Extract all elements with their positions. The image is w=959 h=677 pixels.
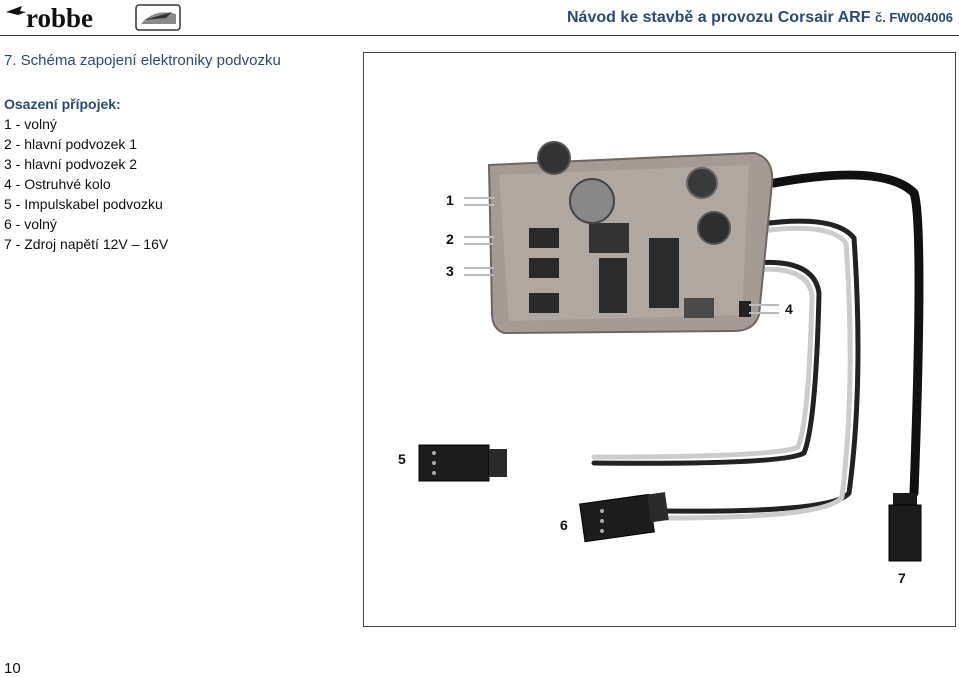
legend-heading: Osazení přípojek:	[4, 96, 121, 112]
legend-item: 3 - hlavní podvozek 2	[4, 156, 138, 172]
legend-item: 7 - Zdroj napětí 12V – 16V	[4, 236, 169, 252]
page-number: 10	[4, 660, 21, 677]
robbe-logo: robbe	[6, 3, 181, 32]
callout-2: 2	[446, 231, 454, 247]
header-divider	[0, 35, 959, 36]
legend-item: 6 - volný	[4, 216, 57, 232]
document-code: č. FW004006	[874, 10, 953, 25]
legend-item: 2 - hlavní podvozek 1	[4, 136, 138, 152]
callout-5: 5	[398, 451, 406, 467]
svg-text:robbe: robbe	[26, 3, 93, 32]
legend-item: 1 - volný	[4, 116, 57, 132]
connection-legend: Osazení přípojek: 1 - volný 2 - hlavní p…	[4, 94, 168, 254]
legend-item: 5 - Impulskabel podvozku	[4, 196, 163, 212]
callout-1: 1	[446, 192, 454, 208]
callout-6: 6	[560, 517, 568, 533]
circuit-board-photo	[418, 141, 924, 562]
callout-4: 4	[785, 301, 793, 317]
wiring-diagram-figure: 1 2 3 4 5 6 7	[363, 52, 956, 627]
document-title: Návod ke stavbě a provozu Corsair ARF č.…	[567, 9, 953, 26]
callout-7: 7	[898, 570, 906, 586]
callout-3: 3	[446, 263, 454, 279]
legend-item: 4 - Ostruhvé kolo	[4, 176, 111, 192]
section-title: 7. Schéma zapojení elektroniky podvozku	[4, 52, 281, 69]
